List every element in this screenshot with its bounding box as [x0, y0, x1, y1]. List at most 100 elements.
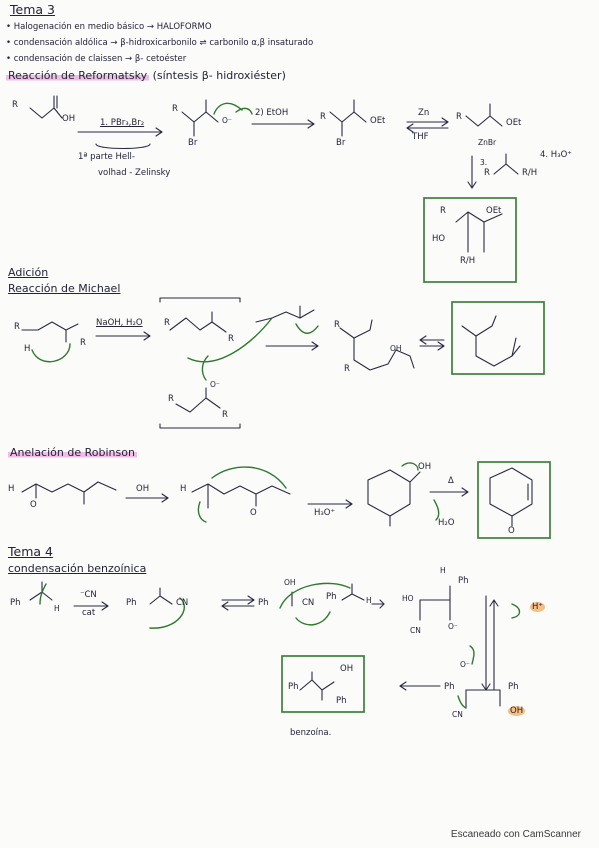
michael-title: Reacción de Michael — [8, 282, 121, 295]
reformatsky-title: Reacción de Reformatsky (síntesis β- hid… — [6, 69, 286, 82]
reformatsky-arrow-2 — [235, 107, 253, 115]
benzoin-oh2-text: OH — [508, 706, 526, 716]
michael-r4: R — [228, 334, 234, 344]
reformatsky-step2: 2) EtOH — [255, 108, 289, 118]
michael-r3: R — [164, 318, 170, 328]
michael-oh: OH — [390, 344, 402, 353]
reformatsky-r5: R — [484, 168, 490, 178]
robinson-h2: H — [180, 484, 187, 494]
hvz-brace — [95, 143, 151, 149]
benzoin-oh2: OH — [508, 706, 526, 716]
robinson-water: H₂O — [438, 518, 455, 528]
reformatsky-product-box — [423, 197, 517, 283]
benzoin-arrow-6 — [469, 645, 475, 665]
reformatsky-structures — [29, 95, 519, 253]
robinson-arrow-4 — [433, 499, 440, 521]
benzoin-h-plus: H⁺ — [530, 602, 545, 612]
reformatsky-r2: R — [172, 104, 178, 114]
tema3-bullet-2: • condensación aldólica → β-hidroxicarbo… — [6, 38, 314, 48]
benzoin-ph6: Ph — [444, 682, 455, 692]
benzoin-ph5: Ph — [458, 576, 469, 586]
hvz-line-1: 1ª parte Hell- — [78, 152, 135, 162]
reformatsky-r4: R — [456, 112, 462, 122]
reformatsky-title-text: Reacción de Reformatsky — [6, 69, 150, 82]
benzoin-o-minus1: O⁻ — [448, 622, 458, 631]
benzoin-cat: cat — [82, 608, 96, 618]
benzoin-ho: HO — [402, 594, 414, 603]
reformatsky-o-minus: O⁻ — [222, 116, 232, 125]
robinson-reagent: OH — [136, 484, 150, 494]
reformatsky-step3: 3. — [480, 158, 488, 167]
tema3-bullet-1: • Halogenación en medio básico → HALOFOR… — [6, 22, 212, 32]
benzoin-cn4: CN — [452, 710, 463, 719]
reformatsky-br1: Br — [188, 138, 198, 148]
hvz-line-2: volhad - Zelinsky — [98, 168, 171, 178]
scanner-footer: Escaneado con CamScanner — [450, 829, 581, 840]
michael-structures — [21, 297, 521, 429]
benzoin-product-ph1: Ph — [288, 682, 299, 692]
benzoin-cn3: CN — [410, 626, 421, 635]
benzoin-product-oh: OH — [340, 664, 354, 674]
reformatsky-step4: 4. H₃O⁺ — [540, 150, 572, 160]
robinson-structures — [21, 467, 533, 527]
michael-h: H — [24, 344, 31, 354]
reformatsky-oh: OH — [62, 114, 76, 124]
product-ho: HO — [432, 234, 446, 244]
product-r: R — [440, 206, 446, 216]
benzoin-ph4: Ph — [326, 592, 337, 602]
benzoin-arrow-7 — [457, 695, 467, 709]
reformatsky-znbr: ZnBr — [478, 138, 497, 147]
robinson-arrow-1 — [211, 466, 287, 489]
benzoin-ph1: Ph — [10, 598, 21, 608]
reformatsky-br2: Br — [336, 138, 346, 148]
robinson-delta: Δ — [448, 476, 454, 486]
robinson-acid: H₃O⁺ — [314, 508, 335, 518]
reformatsky-oet2: OEt — [506, 118, 522, 128]
reformatsky-oet1: OEt — [370, 116, 386, 126]
reformatsky-zn: Zn — [418, 108, 430, 118]
reformatsky-step1: 1. PBr₃,Br₂ — [100, 118, 145, 128]
reformatsky-rh: R/H — [522, 168, 538, 178]
michael-arrow-2 — [187, 317, 273, 363]
robinson-h1: H — [8, 484, 15, 494]
product-oet: OEt — [486, 206, 502, 216]
michael-r7: R — [334, 320, 340, 330]
michael-arrow-4 — [201, 355, 209, 381]
michael-reagent: NaOH, H₂O — [96, 318, 143, 328]
benzoin-h1: H — [54, 604, 60, 613]
reformatsky-r3: R — [320, 112, 326, 122]
michael-o-minus: O⁻ — [210, 380, 220, 389]
tema3-bullet-3: • condensación de claissen → β- cetoéste… — [6, 54, 187, 64]
robinson-title-text: Anelación de Robinson — [8, 446, 137, 459]
tema3-title: Tema 3 — [10, 2, 55, 17]
benzoin-cn2: CN — [302, 598, 315, 608]
robinson-title: Anelación de Robinson — [8, 446, 137, 459]
robinson-o1: O — [30, 500, 37, 510]
michael-header: Adición — [8, 266, 49, 279]
reformatsky-subtitle: (síntesis β- hidroxiéster) — [152, 69, 286, 82]
michael-r8: R — [344, 364, 350, 374]
benzoin-product-box — [281, 655, 365, 713]
reformatsky-r1: R — [12, 100, 18, 110]
product-rh: R/H — [460, 256, 476, 266]
michael-r2: R — [80, 338, 86, 348]
michael-product-box — [451, 301, 545, 375]
michael-arrow-1 — [31, 343, 71, 363]
michael-r5: R — [168, 394, 174, 404]
michael-r: R — [14, 322, 20, 332]
benzoin-h-plus-text: H⁺ — [530, 602, 545, 612]
benzoin-ph2: Ph — [126, 598, 137, 608]
robinson-oh: OH — [418, 462, 432, 472]
benzoin-arrow-1 — [39, 583, 47, 605]
benzoin-arrow-4 — [295, 611, 331, 626]
benzoin-arrow-5 — [511, 603, 521, 619]
benzoin-product-ph2: Ph — [336, 696, 347, 706]
michael-r6: R — [222, 410, 228, 420]
benzoin-ph3: Ph — [258, 598, 269, 608]
benzoin-oh1: OH — [284, 578, 296, 587]
benzoin-ph7: Ph — [508, 682, 519, 692]
tema4-title: Tema 4 — [8, 544, 53, 559]
benzoin-cn1: CN — [176, 598, 189, 608]
benzoin-h3: H — [440, 566, 446, 575]
